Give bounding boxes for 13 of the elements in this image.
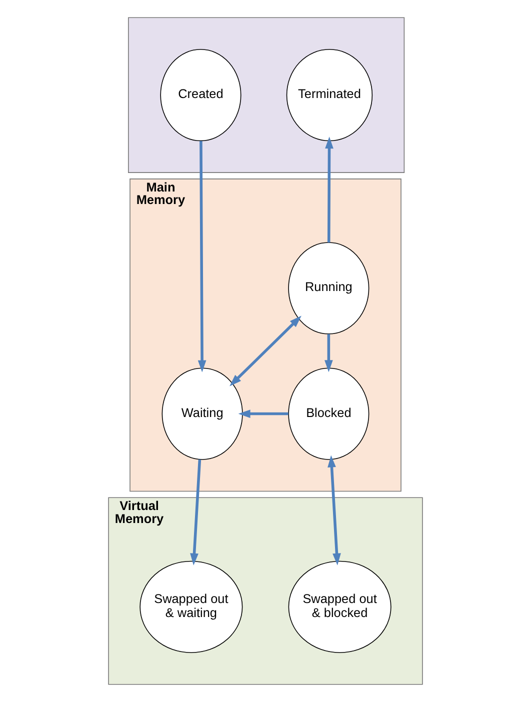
node-ellipse: Created [160, 49, 242, 142]
arrow [238, 410, 288, 418]
arrow [190, 459, 202, 566]
arrow [198, 140, 206, 372]
node-ellipse: Blocked [288, 368, 370, 460]
node-circle: Terminated [286, 49, 373, 142]
node-ellipse: Swapped out & blocked [288, 560, 392, 653]
node-ellipse: Swapped out & waiting [140, 560, 243, 653]
arrow [328, 455, 341, 566]
arrow [230, 316, 302, 386]
cluster [128, 17, 405, 173]
arrow [324, 334, 333, 372]
arrow [325, 136, 334, 242]
